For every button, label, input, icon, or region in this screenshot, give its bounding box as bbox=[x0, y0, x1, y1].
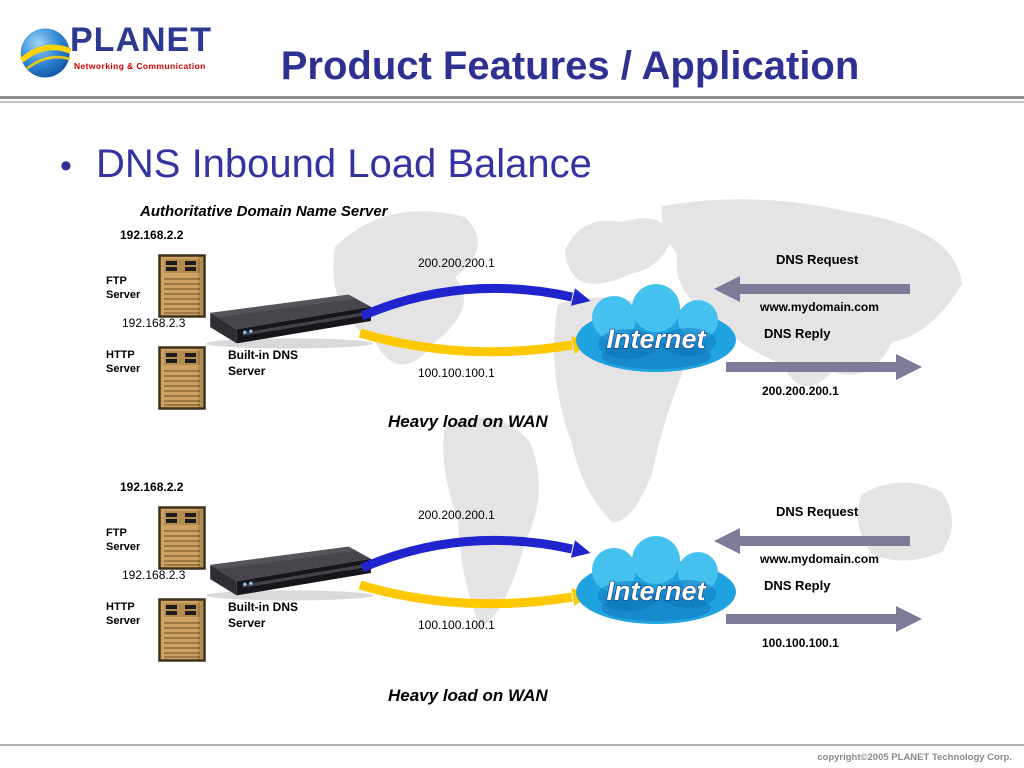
internet-cloud-label: Internet bbox=[606, 324, 706, 354]
blue-route-arrowhead bbox=[570, 288, 591, 306]
dns-diagram-section-top: 192.168.2.2 FTP Server 192.168.2.3 bbox=[0, 228, 1024, 478]
left-block-arrow-shape bbox=[714, 276, 910, 302]
planet-logo-text: PLANET Networking & Communication bbox=[70, 20, 212, 71]
http-server-icon bbox=[158, 346, 206, 410]
bullet-marker: • bbox=[60, 147, 72, 185]
right-block-arrow-shape bbox=[726, 606, 922, 632]
server-tower-shape bbox=[158, 598, 206, 662]
blue-route-arrow bbox=[360, 283, 573, 321]
router-shape bbox=[206, 546, 373, 601]
wan-route-arrows bbox=[358, 283, 591, 357]
cloud-shape bbox=[576, 284, 736, 372]
dns-diagram-section-bottom: 192.168.2.2 FTP Server 192.168.2.3 bbox=[0, 480, 1024, 730]
builtin-dns-label: Built-in DNS Server bbox=[228, 348, 298, 378]
internet-cloud-label: Internet bbox=[606, 576, 706, 606]
authoritative-dns-label: Authoritative Domain Name Server bbox=[140, 203, 388, 220]
dns-reply-label: DNS Reply bbox=[764, 578, 831, 593]
reply-ip-label: 100.100.100.1 bbox=[762, 636, 839, 650]
router-device-icon bbox=[206, 294, 373, 349]
blue-route-arrow bbox=[360, 535, 573, 573]
ftp-server-label: FTP Server bbox=[106, 527, 141, 554]
blue-route-arrowhead bbox=[570, 540, 591, 558]
dns-request-label: DNS Request bbox=[776, 252, 859, 267]
domain-label: www.mydomain.com bbox=[760, 300, 879, 314]
dns-reply-arrow-icon bbox=[726, 354, 922, 380]
domain-label: www.mydomain.com bbox=[760, 552, 879, 566]
internet-cloud: Internet bbox=[576, 284, 736, 372]
cloud-shape bbox=[576, 536, 736, 624]
lan-ip-label-2: 192.168.2.3 bbox=[122, 316, 186, 330]
wan-ip-blue-label: 200.200.200.1 bbox=[418, 508, 495, 522]
planet-brand-text: PLANET bbox=[70, 21, 212, 59]
server-tower-shape bbox=[158, 346, 206, 410]
wan-route-arrows bbox=[358, 535, 591, 609]
header-divider-thick bbox=[0, 96, 1024, 99]
http-server-label: HTTP Server bbox=[106, 349, 141, 376]
page-title: Product Features / Application bbox=[280, 44, 860, 88]
left-block-arrow-shape bbox=[714, 528, 910, 554]
ftp-server-label: FTP Server bbox=[106, 275, 141, 302]
planet-globe-icon bbox=[19, 28, 72, 78]
heavy-load-note: Heavy load on WAN bbox=[388, 412, 548, 431]
ftp-server-icon bbox=[158, 506, 206, 570]
planet-logo: PLANET Networking & Communication bbox=[18, 20, 212, 82]
bullet-text: DNS Inbound Load Balance bbox=[96, 142, 592, 186]
wan-ip-yellow-label: 100.100.100.1 bbox=[418, 366, 495, 380]
yellow-route-arrow bbox=[358, 328, 573, 357]
lan-ip-label: 192.168.2.2 bbox=[120, 228, 184, 242]
server-tower-shape bbox=[158, 254, 206, 318]
yellow-route-arrow bbox=[358, 580, 573, 609]
builtin-dns-label: Built-in DNS Server bbox=[228, 600, 298, 630]
copyright-text: copyright©2005 PLANET Technology Corp. bbox=[817, 752, 1012, 763]
footer-divider bbox=[0, 744, 1024, 746]
dns-request-label: DNS Request bbox=[776, 504, 859, 519]
internet-cloud: Internet bbox=[576, 536, 736, 624]
right-block-arrow-shape bbox=[726, 354, 922, 380]
dns-reply-arrow-icon bbox=[726, 606, 922, 632]
server-tower-shape bbox=[158, 506, 206, 570]
dns-request-arrow-icon bbox=[714, 528, 910, 554]
planet-tagline: Networking & Communication bbox=[74, 61, 206, 71]
lan-ip-label-2: 192.168.2.3 bbox=[122, 568, 186, 582]
dns-request-arrow-icon bbox=[714, 276, 910, 302]
heavy-load-note: Heavy load on WAN bbox=[388, 686, 548, 705]
reply-ip-label: 200.200.200.1 bbox=[762, 384, 839, 398]
wan-ip-blue-label: 200.200.200.1 bbox=[418, 256, 495, 270]
ftp-server-icon bbox=[158, 254, 206, 318]
dns-reply-label: DNS Reply bbox=[764, 326, 831, 341]
router-shape bbox=[206, 294, 373, 349]
router-device-icon bbox=[206, 546, 373, 601]
http-server-icon bbox=[158, 598, 206, 662]
header-divider-thin bbox=[0, 101, 1024, 103]
lan-ip-label: 192.168.2.2 bbox=[120, 480, 184, 494]
http-server-label: HTTP Server bbox=[106, 601, 141, 628]
wan-ip-yellow-label: 100.100.100.1 bbox=[418, 618, 495, 632]
